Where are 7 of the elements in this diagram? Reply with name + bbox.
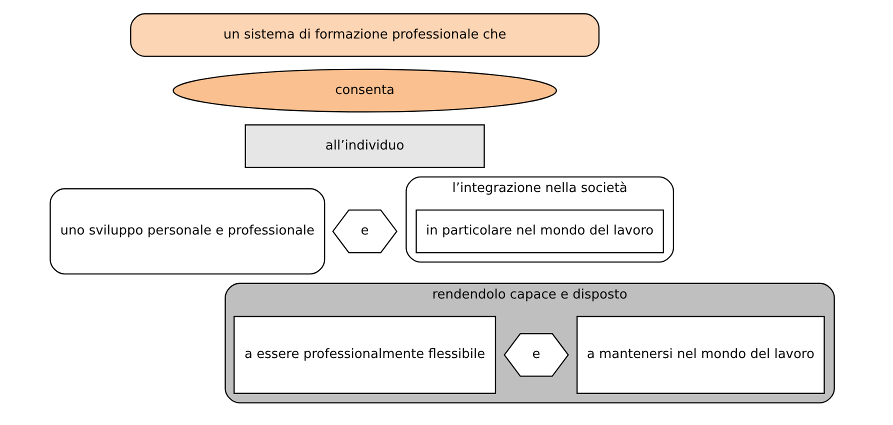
node-box: in particolare nel mondo del lavoro [415, 208, 664, 253]
node-box: un sistema di formazione professionale che [130, 12, 600, 56]
node-ellipse: consenta [172, 68, 556, 112]
node-box: all’individuo [244, 124, 484, 168]
node-box: a essere professionalmente flessibile [233, 315, 496, 394]
node-box: a mantenersi nel mondo del lavoro [576, 315, 824, 394]
node-box: uno sviluppo personale e professionale [49, 188, 325, 274]
